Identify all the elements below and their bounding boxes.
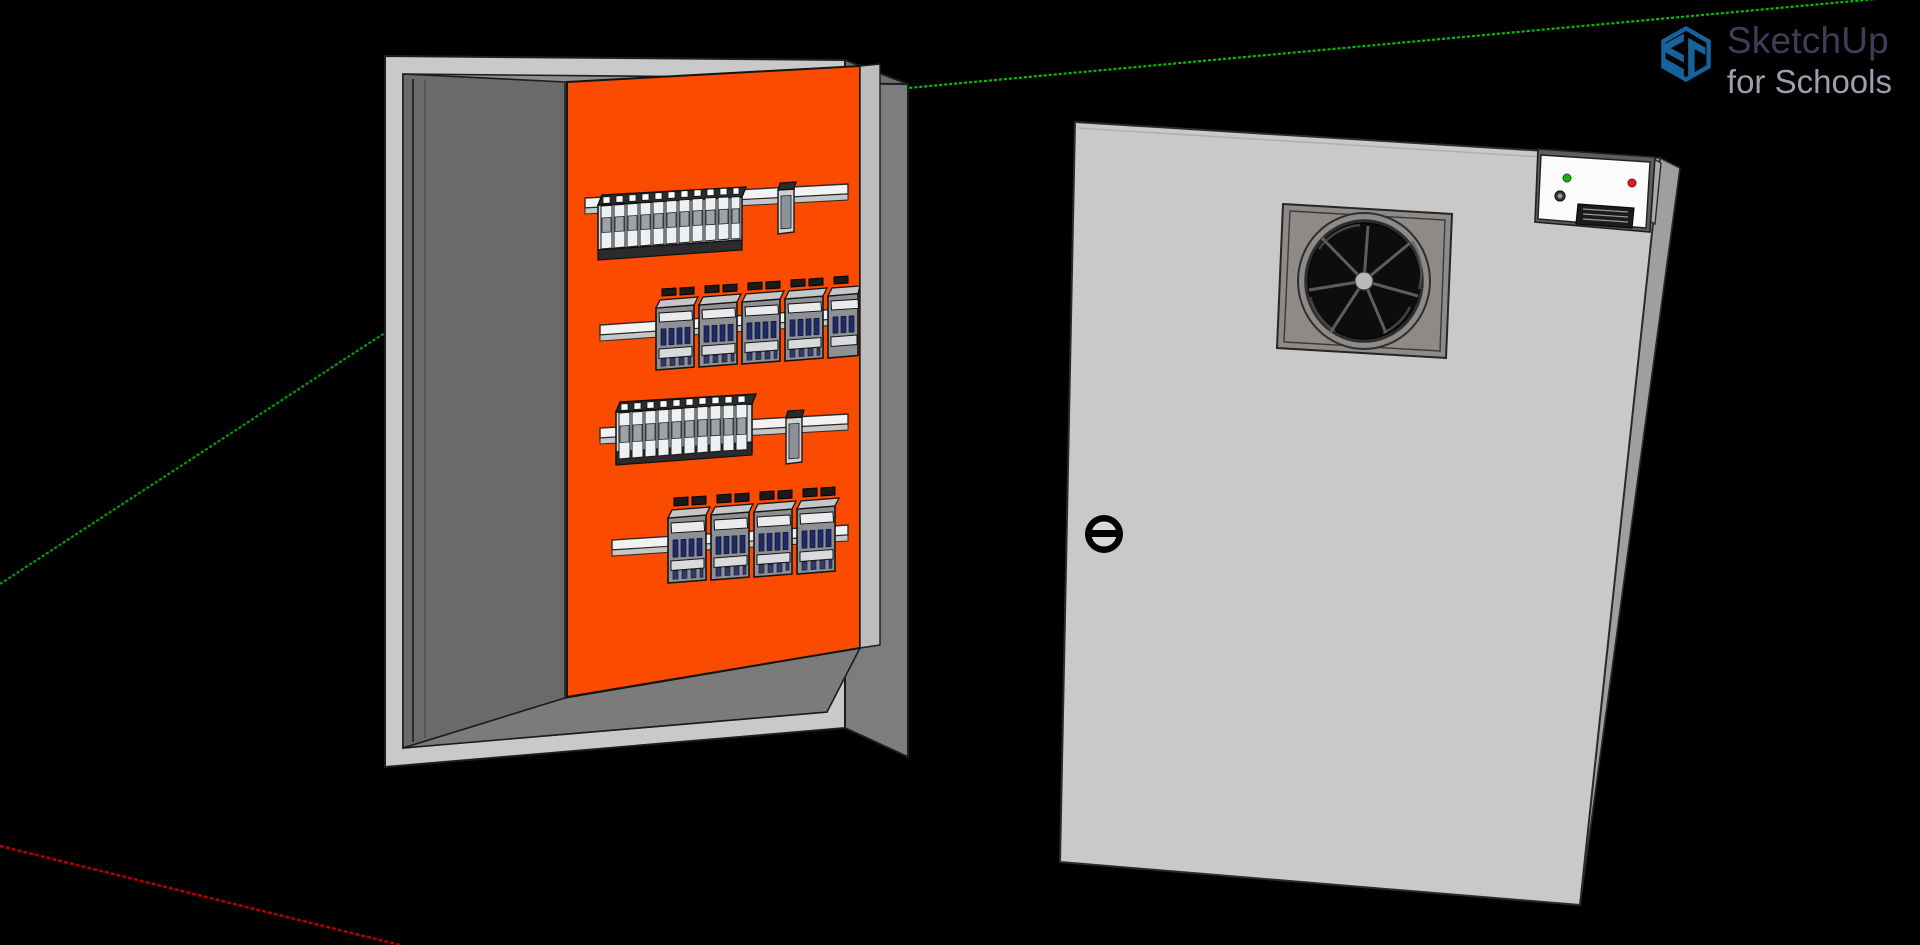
contactor[interactable] [697, 283, 743, 368]
lcd-display-lines [1582, 208, 1629, 223]
reset-button-highlight [1557, 193, 1563, 199]
terminal-block-row-1[interactable] [596, 186, 748, 261]
sketchup-watermark: SketchUp for Schools [1659, 22, 1892, 98]
contactor-row-2[interactable] [654, 275, 860, 371]
closed-cabinet-door[interactable] [1058, 120, 1681, 907]
door-lock[interactable] [1085, 515, 1123, 553]
contactor[interactable] [752, 489, 798, 578]
contactor[interactable] [795, 486, 841, 575]
terminal-windows-3 [620, 395, 746, 411]
red-alarm-led [1627, 178, 1637, 188]
watermark-subtitle: for Schools [1726, 63, 1892, 100]
green-status-led [1562, 173, 1572, 183]
control-panel[interactable] [1534, 148, 1662, 233]
contactor-row-4[interactable] [666, 486, 841, 584]
terminal-strip-bottom-1 [597, 239, 743, 261]
end-bracket-3[interactable] [785, 409, 805, 465]
sketchup-logo-icon [1661, 26, 1711, 82]
fan-hub [1354, 271, 1374, 291]
terminal-screws-3 [619, 417, 747, 443]
ventilation-fan[interactable] [1275, 202, 1454, 360]
contactor[interactable] [666, 495, 712, 584]
terminal-windows-1 [602, 187, 740, 204]
contactor[interactable] [783, 277, 829, 362]
door-lock-slot [1089, 530, 1119, 537]
backplate-right-frame [859, 63, 881, 649]
terminal-screws-1 [601, 208, 740, 233]
red-axis-lower [0, 844, 401, 945]
orange-backplate[interactable] [566, 64, 861, 699]
contactor[interactable] [709, 492, 755, 581]
contactor[interactable] [654, 286, 700, 371]
green-axis-left [0, 309, 421, 585]
open-enclosure[interactable] [384, 54, 909, 769]
end-bracket-1[interactable] [777, 181, 797, 235]
cabinet-door-panel[interactable] [1058, 120, 1662, 907]
watermark-title: SketchUp [1726, 20, 1889, 61]
fan-blade-arcs [1308, 223, 1423, 335]
contactor[interactable] [740, 280, 786, 365]
green-axis-upper [744, 0, 1878, 105]
terminal-block-row-3[interactable] [614, 393, 758, 466]
enclosure-left-interior-wall [402, 73, 566, 750]
contactor[interactable] [826, 275, 860, 359]
